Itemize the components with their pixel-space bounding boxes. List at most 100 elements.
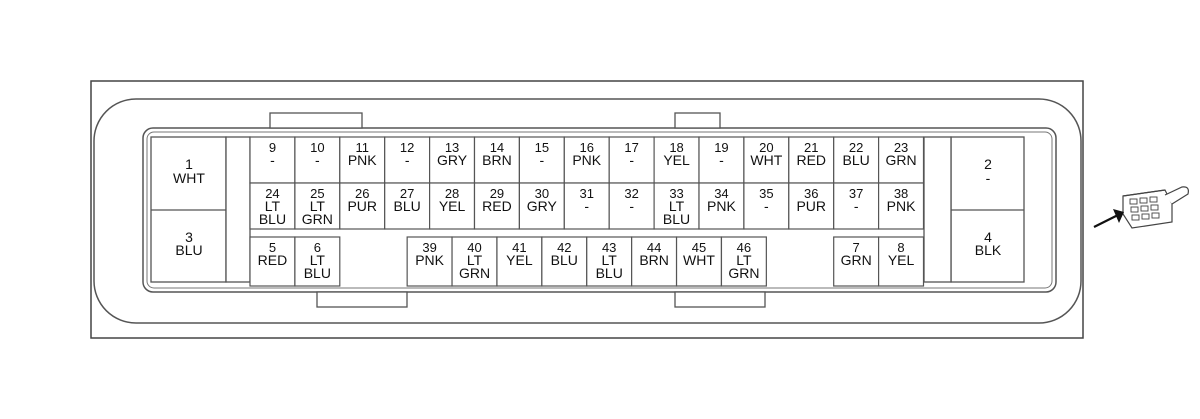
pin-number: 26 (355, 186, 369, 201)
wire-color: BLU (843, 152, 870, 168)
wire-color: PNK (415, 252, 444, 268)
pin-number: 19 (714, 140, 728, 155)
wire-color: PUR (796, 198, 826, 214)
pin-cell (294, 236, 341, 287)
pin-number: 12 (400, 140, 414, 155)
wire-color: GRN (459, 265, 490, 281)
wire-color: - (764, 198, 769, 214)
pin-number: 20 (759, 140, 773, 155)
wire-color: PNK (572, 152, 601, 168)
pin-32: 32- (608, 182, 655, 230)
lock-tab-top-left (269, 112, 363, 129)
pin-cell (473, 136, 521, 184)
pin-10: 10- (294, 136, 341, 184)
wire-color: - (629, 198, 634, 214)
pin-cell (698, 182, 745, 230)
wire-color: LT (310, 252, 326, 268)
pin-37: 37- (833, 182, 880, 230)
pin-cell (249, 236, 296, 287)
pin-cell (788, 182, 835, 230)
wire-color: GRN (728, 265, 759, 281)
pin-cell (877, 136, 925, 184)
wire-color: BRN (639, 252, 669, 268)
wire-color: WHT (683, 252, 715, 268)
wire-color: BLU (663, 211, 690, 227)
pin-cell (429, 182, 476, 230)
pin-cell (249, 182, 296, 230)
wire-color: WHT (750, 152, 782, 168)
wire-color: YEL (506, 252, 533, 268)
wire-color: GRY (527, 198, 558, 214)
wire-color: YEL (888, 252, 915, 268)
wire-color: LT (265, 198, 281, 214)
pin-cell (294, 182, 341, 230)
pin-number: 46 (737, 240, 751, 255)
pin-cell (877, 182, 925, 230)
pin-number: 21 (804, 140, 818, 155)
pin-number: 45 (692, 240, 706, 255)
pin-number: 16 (580, 140, 594, 155)
pin-number: 23 (894, 140, 908, 155)
wire-color: - (405, 152, 410, 168)
pin-number: 4 (984, 229, 992, 245)
pin-cell (541, 236, 588, 287)
wire-color: BLU (259, 211, 286, 227)
wire-color: LT (310, 198, 326, 214)
pin-number: 32 (624, 186, 638, 201)
wire-color: LT (669, 198, 685, 214)
lock-tab-bottom-left (316, 291, 408, 308)
pin-number: 25 (310, 186, 324, 201)
pin-number: 13 (445, 140, 459, 155)
pin-cell (473, 182, 521, 230)
wire-color: - (270, 152, 275, 168)
wire-color: BLU (175, 242, 202, 258)
pin-number: 30 (535, 186, 549, 201)
pin-cell (788, 136, 835, 184)
pin-number: 10 (310, 140, 324, 155)
wire-color: RED (258, 252, 288, 268)
pin-cell (743, 182, 790, 230)
pin-cell (675, 236, 723, 287)
pin-1: 1 WHT (173, 156, 205, 186)
wire-color: - (719, 152, 724, 168)
wire-color: RED (796, 152, 826, 168)
pin-number: 2 (984, 156, 992, 172)
pin-17: 17- (608, 136, 655, 184)
pin-19: 19- (698, 136, 745, 184)
pin-cell (833, 236, 880, 287)
lock-tab-bottom-right (674, 291, 766, 308)
wire-color: RED (482, 198, 512, 214)
pin-cell (653, 182, 700, 230)
wire-color: - (629, 152, 634, 168)
pin-number: 43 (602, 240, 616, 255)
wire-color: WHT (173, 170, 205, 186)
wire-color: BLU (304, 265, 331, 281)
pin-9: 9- (249, 136, 296, 184)
connector-view-icon (1093, 186, 1189, 229)
pin-31: 31- (563, 182, 610, 230)
pin-number: 3 (185, 229, 193, 245)
pin-number: 14 (490, 140, 504, 155)
wire-color: LT (467, 252, 483, 268)
wire-color: LT (602, 252, 618, 268)
